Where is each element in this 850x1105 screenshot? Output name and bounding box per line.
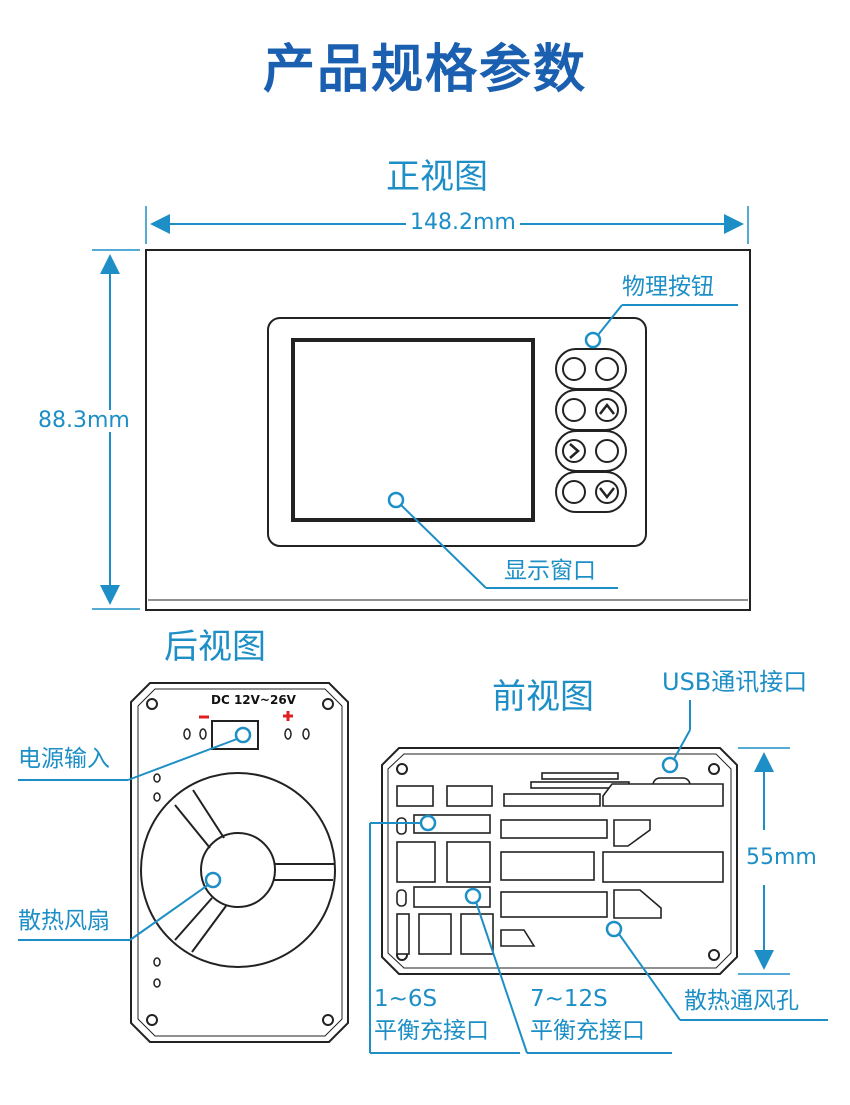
usb-callout-line	[661, 700, 691, 774]
balance-1-6s-range-label: 1~6S	[374, 986, 438, 1012]
balance-1-6s-port-label: 平衡充接口	[374, 1018, 489, 1044]
height-dimension-label: 88.3mm	[38, 408, 130, 433]
fan-callout-line	[18, 871, 222, 941]
front-view-label: 正视图	[386, 157, 488, 197]
side-view-label: 前视图	[492, 677, 594, 717]
side-height-dimension-label: 55mm	[744, 845, 819, 870]
rear-side-dots	[153, 773, 161, 988]
power-callout-line	[18, 726, 252, 781]
balance-7-12s-callout-line	[464, 887, 672, 1054]
width-dimension-label: 148.2mm	[406, 212, 520, 234]
power-rating-label: DC 12V~26V	[211, 693, 296, 707]
display-window	[291, 338, 535, 522]
balance-7-12s-port-label: 平衡充接口	[530, 1018, 645, 1044]
side-height-dimension-line	[738, 747, 790, 975]
page-title: 产品规格参数	[262, 40, 587, 100]
display-callout-line	[387, 491, 618, 589]
vents-callout-label: 散热通风孔	[684, 988, 799, 1014]
cooling-fan	[140, 772, 336, 968]
balance-1-6s-callout-line	[369, 814, 520, 1054]
buttons-callout-label: 物理按钮	[622, 274, 714, 300]
vents-callout-line	[605, 920, 828, 1021]
physical-buttons	[555, 348, 627, 513]
power-callout-label: 电源输入	[18, 746, 110, 772]
buttons-callout-line	[584, 304, 738, 349]
side-vent-holes	[396, 772, 724, 955]
fan-callout-label: 散热风扇	[18, 908, 110, 934]
rear-view-label: 后视图	[164, 627, 266, 667]
balance-7-12s-range-label: 7~12S	[530, 986, 608, 1012]
display-callout-label: 显示窗口	[504, 558, 596, 584]
usb-callout-label: USB通讯接口	[662, 668, 808, 696]
